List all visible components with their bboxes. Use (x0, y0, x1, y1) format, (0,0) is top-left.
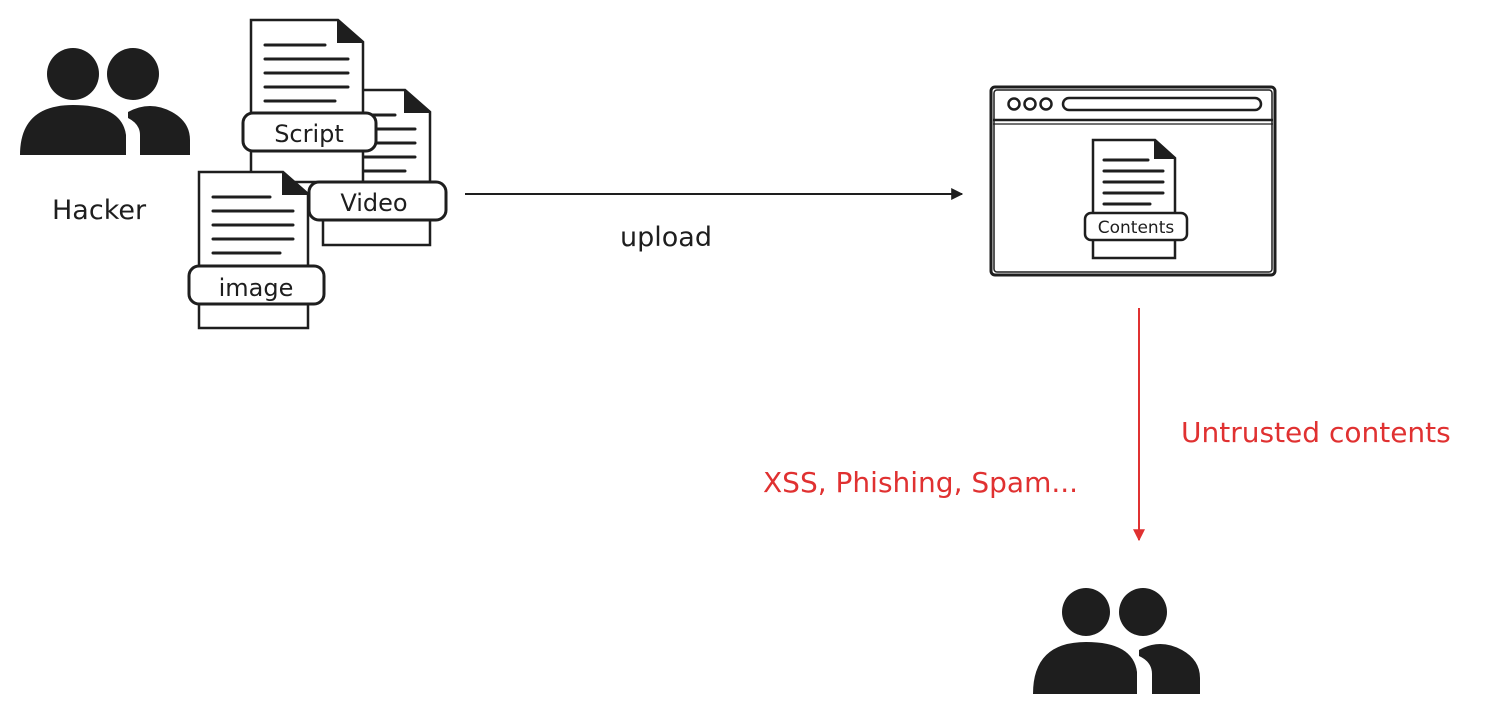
untrusted-label: Untrusted contents (1181, 416, 1451, 449)
window-dot-icon (1023, 97, 1037, 111)
upload-label: upload (620, 222, 712, 253)
attacks-label: XSS, Phishing, Spam... (763, 466, 1078, 499)
video-file-tag: Video (307, 180, 448, 222)
hacker-users-icon (20, 48, 190, 155)
address-bar (1061, 96, 1263, 112)
window-dot-icon (1039, 97, 1053, 111)
contents-tag-label: Contents (1098, 218, 1175, 238)
image-tag-label: image (219, 274, 294, 302)
hacker-label: Hacker (52, 195, 147, 226)
image-file-tag: image (187, 264, 326, 306)
window-dot-icon (1007, 97, 1021, 111)
script-tag-label: Script (274, 120, 344, 148)
script-document (249, 18, 365, 184)
contents-tag: Contents (1083, 211, 1189, 242)
script-file-tag: Script (241, 111, 378, 153)
video-tag-label: Video (340, 189, 407, 217)
victim-users-icon (1033, 588, 1200, 694)
